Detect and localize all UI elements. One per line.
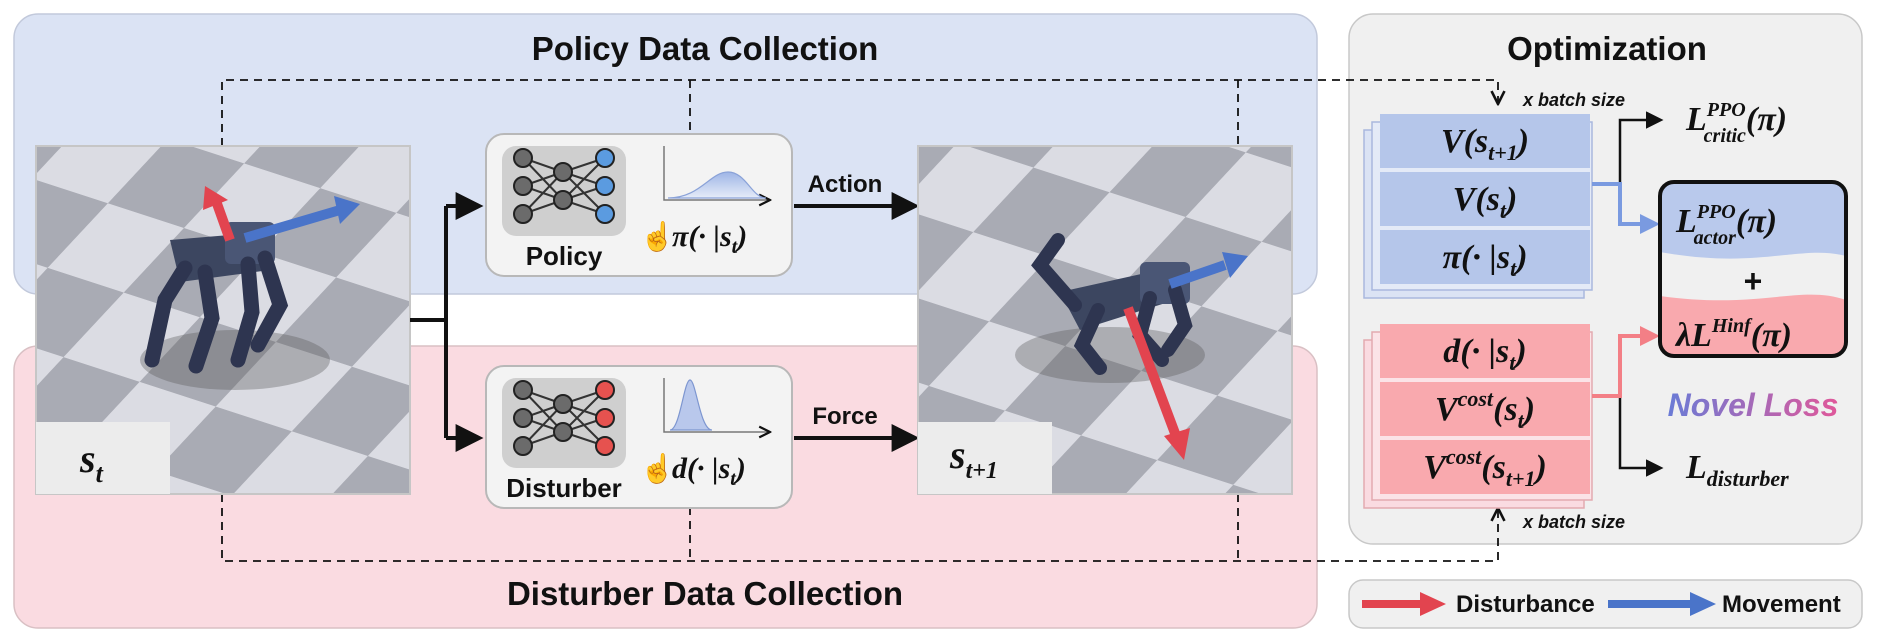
quadruped-robot-icon bbox=[1015, 233, 1205, 383]
state-label-current: st bbox=[79, 436, 104, 488]
policy-buffer-row: V(st) bbox=[1453, 181, 1518, 223]
novel-loss-label: Novel Loss bbox=[1668, 387, 1839, 423]
policy-buffer-row: V(st+1) bbox=[1441, 123, 1529, 165]
state-label-box bbox=[36, 422, 170, 494]
disturber-panel-title: Disturber Data Collection bbox=[507, 575, 903, 612]
movement-arrow-icon bbox=[243, 196, 360, 243]
neural-network-icon bbox=[502, 378, 626, 468]
batch-size-label-bottom: x batch size bbox=[1522, 512, 1625, 532]
quadruped-robot-icon bbox=[140, 222, 330, 390]
policy-buffer-row: π(· |st) bbox=[1442, 239, 1527, 281]
next-state-image: st+1 bbox=[917, 145, 1293, 495]
dashed-data-flow bbox=[221, 79, 1498, 562]
disturbance-arrow-icon bbox=[203, 186, 235, 242]
current-state-image: st bbox=[35, 145, 411, 495]
disturber-loss: Ldisturber bbox=[1685, 449, 1789, 491]
distribution-curve-icon bbox=[663, 146, 770, 200]
state-label-box bbox=[918, 422, 1052, 494]
legend: Disturbance Movement bbox=[1362, 591, 1841, 618]
disturber-buffer-row: d(· |st) bbox=[1443, 333, 1527, 375]
policy-module: Policy ☝ π(· |st) bbox=[485, 133, 793, 277]
force-label: Force bbox=[812, 403, 877, 430]
policy-panel-title: Policy Data Collection bbox=[532, 30, 879, 67]
policy-label: Policy bbox=[526, 241, 603, 271]
disturber-distribution: d(· |st) bbox=[672, 452, 746, 490]
legend-panel bbox=[1348, 579, 1863, 629]
pointing-hand-icon: ☝ bbox=[640, 219, 675, 253]
state-label-next: st+1 bbox=[949, 432, 998, 484]
movement-legend-arrow-icon bbox=[1608, 592, 1716, 616]
state-branch-arrows bbox=[410, 192, 484, 452]
action-label: Action bbox=[808, 171, 883, 198]
disturbance-arrow-icon bbox=[1123, 306, 1190, 460]
disturber-buffer-row: Vcost(st) bbox=[1435, 386, 1535, 433]
legend-disturbance-label: Disturbance bbox=[1456, 591, 1595, 618]
optimization-panel-title: Optimization bbox=[1507, 30, 1707, 67]
pointing-hand-icon: ☝ bbox=[640, 451, 675, 485]
disturber-label: Disturber bbox=[506, 473, 622, 503]
actor-branch-arrow bbox=[1592, 182, 1660, 234]
disturber-branch-arrow bbox=[1618, 390, 1664, 477]
critic-branch-arrow bbox=[1618, 111, 1664, 198]
disturber-buffer-stack bbox=[1363, 324, 1593, 509]
hinf-loss: λLHinf(π) bbox=[1674, 315, 1792, 354]
distribution-curve-icon bbox=[663, 378, 770, 432]
disturbance-legend-arrow-icon bbox=[1362, 592, 1446, 616]
disturber-module: Disturber ☝ d(· |st) bbox=[485, 365, 793, 509]
policy-distribution: π(· |st) bbox=[672, 220, 747, 258]
novel-loss-box bbox=[1658, 180, 1848, 358]
neural-network-icon bbox=[502, 146, 626, 236]
movement-arrow-icon bbox=[1168, 252, 1248, 289]
policy-buffer-stack bbox=[1363, 114, 1593, 299]
batch-size-label-top: x batch size bbox=[1522, 90, 1625, 110]
plus-sign: + bbox=[1744, 263, 1763, 299]
hinf-branch-arrow bbox=[1592, 326, 1660, 398]
disturber-buffer-row: Vcost(st+1) bbox=[1423, 444, 1547, 491]
legend-movement-label: Movement bbox=[1722, 591, 1841, 618]
